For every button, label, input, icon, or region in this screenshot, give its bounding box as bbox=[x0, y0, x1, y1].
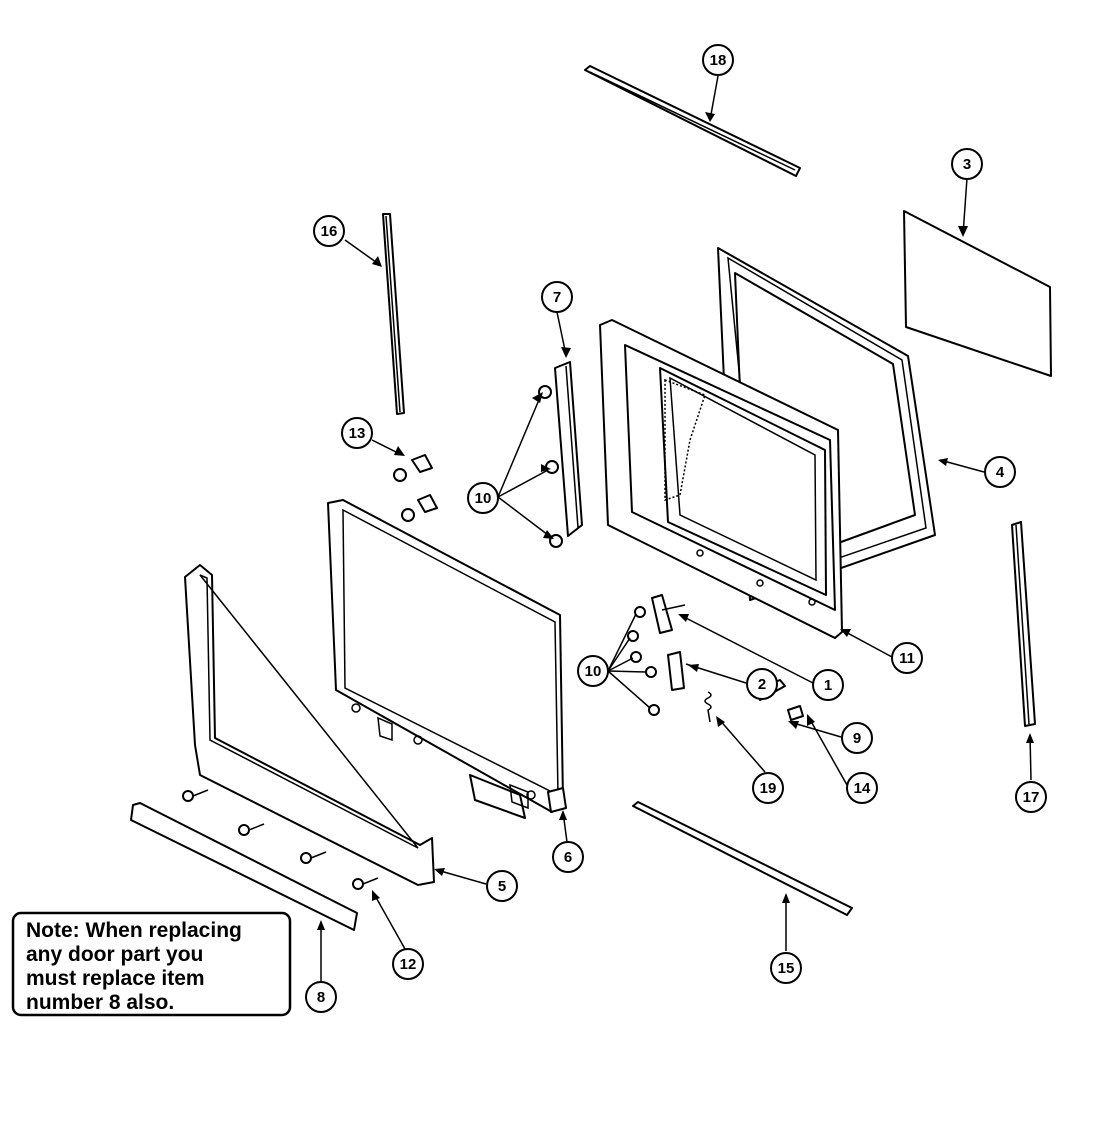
part-11-inner-door-frame bbox=[599, 319, 843, 639]
callout-19: 19 bbox=[752, 772, 784, 804]
callout-6: 6 bbox=[552, 841, 584, 873]
note-line-3: must replace item bbox=[26, 967, 205, 990]
leader-lines bbox=[320, 75, 1032, 981]
callout-1: 1 bbox=[812, 669, 844, 701]
part-2-latch-plate bbox=[667, 651, 685, 691]
svg-text:8: 8 bbox=[317, 989, 325, 1006]
svg-text:10: 10 bbox=[585, 663, 602, 680]
svg-text:16: 16 bbox=[321, 223, 338, 240]
part-10-nuts-lower bbox=[627, 606, 660, 716]
svg-text:7: 7 bbox=[553, 289, 561, 306]
svg-text:5: 5 bbox=[498, 878, 506, 895]
callout-13: 13 bbox=[341, 417, 373, 449]
svg-text:14: 14 bbox=[854, 780, 871, 797]
svg-text:10: 10 bbox=[475, 490, 492, 507]
door-outer-panel bbox=[327, 499, 564, 819]
part-15-bottom-strip bbox=[632, 801, 853, 916]
note-line-2: any door part you bbox=[26, 943, 203, 966]
svg-text:15: 15 bbox=[778, 960, 795, 977]
part-12-screws bbox=[182, 789, 379, 890]
callout-11: 11 bbox=[891, 642, 923, 674]
svg-text:2: 2 bbox=[758, 676, 766, 693]
callout-12: 12 bbox=[392, 948, 424, 980]
note-box: Note: When replacing any door part you m… bbox=[11, 911, 292, 1017]
part-13-screws bbox=[393, 454, 438, 522]
insulation-patch bbox=[664, 378, 706, 502]
callout-4: 4 bbox=[984, 456, 1016, 488]
callout-14: 14 bbox=[846, 772, 878, 804]
note-line-4: number 8 also. bbox=[26, 991, 174, 1014]
callout-18: 18 bbox=[702, 44, 734, 76]
svg-text:1: 1 bbox=[824, 677, 832, 694]
svg-text:3: 3 bbox=[963, 156, 971, 173]
callout-17: 17 bbox=[1015, 781, 1047, 813]
arrowheads bbox=[317, 112, 1034, 930]
callout-10-lower: 10 bbox=[577, 655, 609, 687]
svg-text:11: 11 bbox=[899, 650, 915, 667]
svg-text:17: 17 bbox=[1023, 789, 1040, 806]
svg-text:9: 9 bbox=[853, 730, 861, 747]
svg-text:18: 18 bbox=[710, 52, 727, 69]
svg-text:19: 19 bbox=[760, 780, 777, 797]
part-5-trim-frame bbox=[184, 564, 435, 886]
svg-text:6: 6 bbox=[564, 849, 572, 866]
callout-3: 3 bbox=[951, 148, 983, 180]
part-18-top-strip bbox=[584, 65, 801, 177]
callout-2: 2 bbox=[746, 668, 778, 700]
callout-15: 15 bbox=[770, 952, 802, 984]
part-1-latch bbox=[651, 594, 686, 634]
part-7-bracket bbox=[554, 361, 583, 537]
part-17-side-strip bbox=[1011, 521, 1036, 727]
note-line-1: Note: When replacing bbox=[26, 919, 242, 942]
part-14-pin bbox=[787, 705, 804, 721]
part-6-hinge-clip bbox=[547, 787, 567, 813]
callout-16: 16 bbox=[313, 215, 345, 247]
part-8-bottom-trim bbox=[130, 802, 358, 931]
svg-text:4: 4 bbox=[996, 464, 1005, 481]
svg-text:13: 13 bbox=[349, 425, 366, 442]
callout-7: 7 bbox=[541, 281, 573, 313]
callouts: 18 3 16 7 13 10 4 11 1 10 2 9 14 19 17 6… bbox=[305, 44, 1047, 1013]
callout-5: 5 bbox=[486, 870, 518, 902]
callout-9: 9 bbox=[841, 722, 873, 754]
part-16-side-strip bbox=[382, 213, 405, 415]
part-3-glass-panel bbox=[903, 210, 1052, 377]
callout-8: 8 bbox=[305, 981, 337, 1013]
part-19-spring bbox=[704, 691, 712, 723]
svg-text:12: 12 bbox=[400, 956, 417, 973]
callout-10-upper: 10 bbox=[467, 482, 499, 514]
